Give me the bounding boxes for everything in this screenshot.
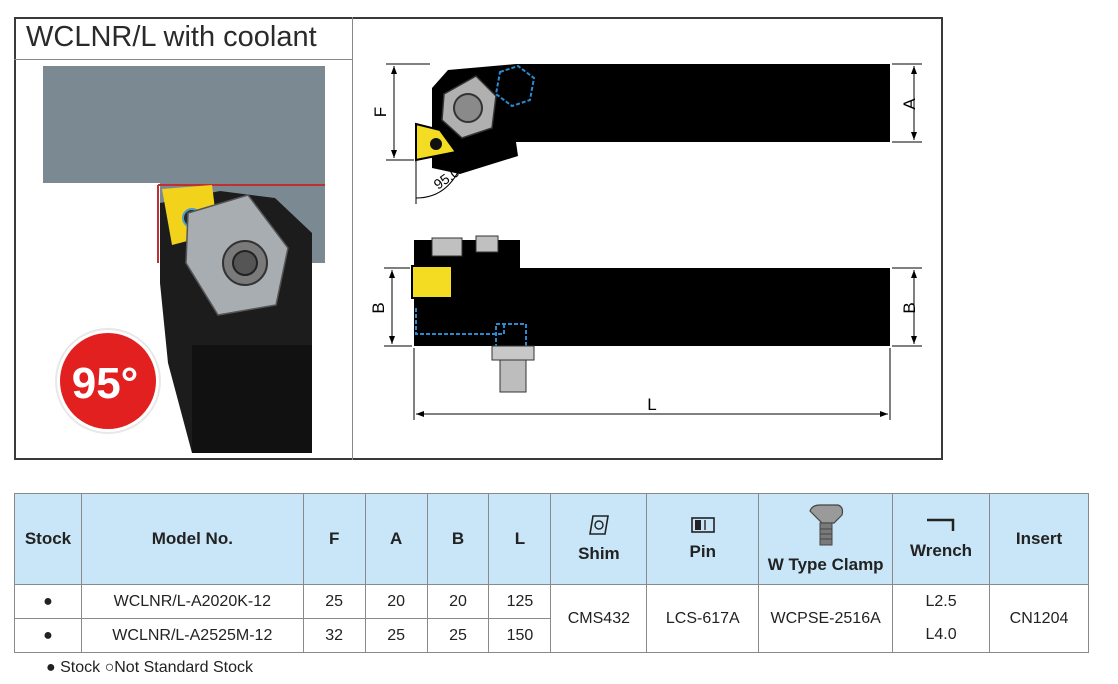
cell-wrench: L2.5 [892, 584, 991, 619]
cell-stock: ● [14, 584, 82, 619]
top-view: A F 95.0° [371, 63, 922, 204]
header-stock: Stock [14, 493, 82, 585]
header-wrench-label: Wrench [910, 541, 973, 560]
tool-shank [192, 345, 312, 453]
header-pin: Pin [646, 493, 760, 585]
dim-label-b-left: B [369, 302, 388, 313]
cell-b: 20 [426, 584, 490, 619]
cell-wrench: L4.0 [892, 618, 991, 653]
stock-legend: ● Stock ○Not Standard Stock [46, 659, 253, 676]
spec-table: Stock Model No. F A B L Shim Pin [14, 493, 1089, 653]
table-header-row: Stock Model No. F A B L Shim Pin [14, 493, 1089, 585]
pin-icon [690, 517, 715, 533]
cell-model: WCLNR/L-A2525M-12 [80, 618, 304, 653]
cell-model: WCLNR/L-A2020K-12 [80, 584, 304, 619]
cell-l: 125 [488, 584, 552, 619]
workpiece-cutout [40, 183, 160, 265]
clamp-icon [808, 504, 843, 546]
angle-badge-text: 95° [72, 359, 139, 408]
cell-a: 20 [364, 584, 428, 619]
header-wrench: Wrench [892, 493, 991, 585]
cell-pin: LCS-617A [646, 584, 760, 653]
dim-label-f: F [371, 107, 390, 117]
figure-divider [352, 17, 353, 460]
cell-stock: ● [14, 618, 82, 653]
wrench-icon [927, 518, 955, 531]
shim-icon [588, 515, 609, 535]
cell-clamp: WCPSE-2516A [758, 584, 894, 653]
page-title: WCLNR/L with coolant [14, 17, 353, 60]
cell-b: 25 [426, 618, 490, 653]
table-row: ● WCLNR/L-A2525M-12 32 25 25 150 L4.0 [14, 618, 1089, 653]
cell-f: 25 [302, 584, 366, 619]
header-a: A [364, 493, 428, 585]
cell-shim: CMS432 [550, 584, 648, 653]
header-shim: Shim [550, 493, 648, 585]
side-view: B B L [369, 235, 922, 420]
product-photo: 95° [40, 66, 325, 453]
header-clamp: W Type Clamp [758, 493, 894, 585]
header-f: F [302, 493, 366, 585]
table-row: ● WCLNR/L-A2020K-12 25 20 20 125 CMS432 … [14, 584, 1089, 653]
header-clamp-label: W Type Clamp [767, 555, 884, 574]
cell-f: 32 [302, 618, 366, 653]
header-insert: Insert [989, 493, 1089, 585]
technical-drawing: A F 95.0° B B L [369, 63, 922, 420]
header-pin-label: Pin [689, 542, 716, 561]
angle-badge [60, 333, 156, 429]
dim-label-b-right: B [900, 302, 919, 313]
dim-label-a: A [900, 98, 919, 110]
header-l: L [488, 493, 552, 585]
header-b: B [426, 493, 490, 585]
header-model: Model No. [80, 493, 304, 585]
cell-insert: CN1204 [989, 584, 1089, 653]
dim-label-l: L [647, 395, 656, 414]
cell-l: 150 [488, 618, 552, 653]
header-shim-label: Shim [578, 544, 620, 563]
cell-a: 25 [364, 618, 428, 653]
